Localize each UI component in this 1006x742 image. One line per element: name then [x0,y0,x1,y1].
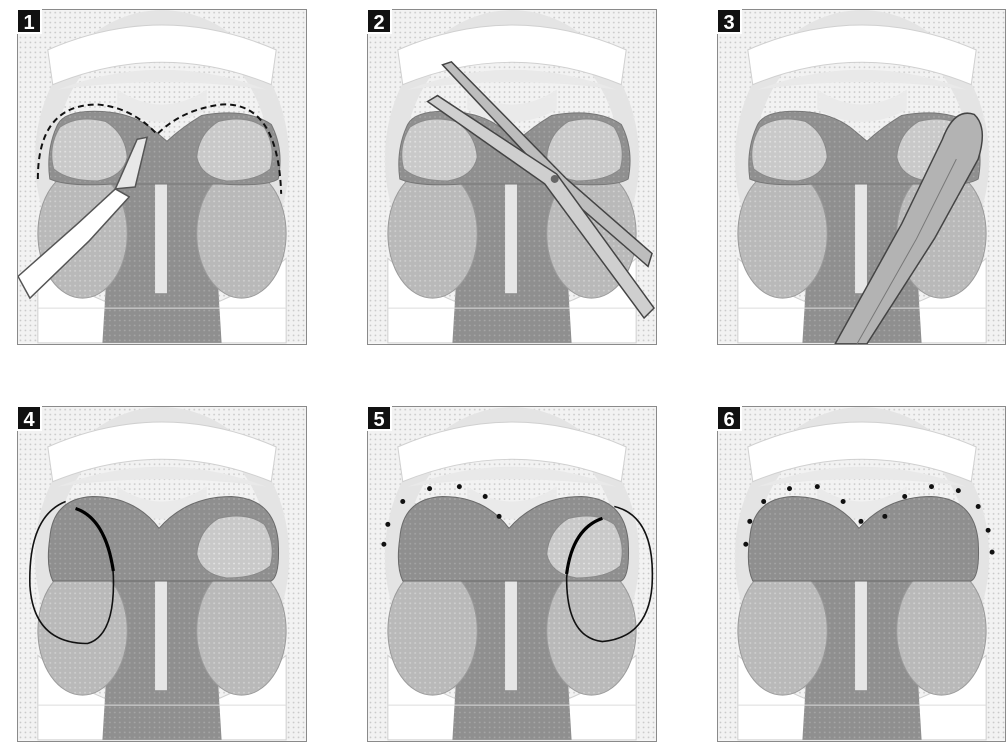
panel-4-illustration [17,406,307,742]
panel-5-illustration [367,406,657,742]
panel-6-illustration [717,406,1006,742]
panel-number-badge: 1 [16,8,42,34]
panel-number-badge: 2 [366,8,392,34]
panel-number-badge: 5 [366,405,392,431]
panel-3-illustration [717,9,1006,345]
panel-2-illustration [367,9,657,345]
panel-number-badge: 4 [16,405,42,431]
panel-1-illustration [17,9,307,345]
panel-number-badge: 3 [716,8,742,34]
panel-number-badge: 6 [716,405,742,431]
